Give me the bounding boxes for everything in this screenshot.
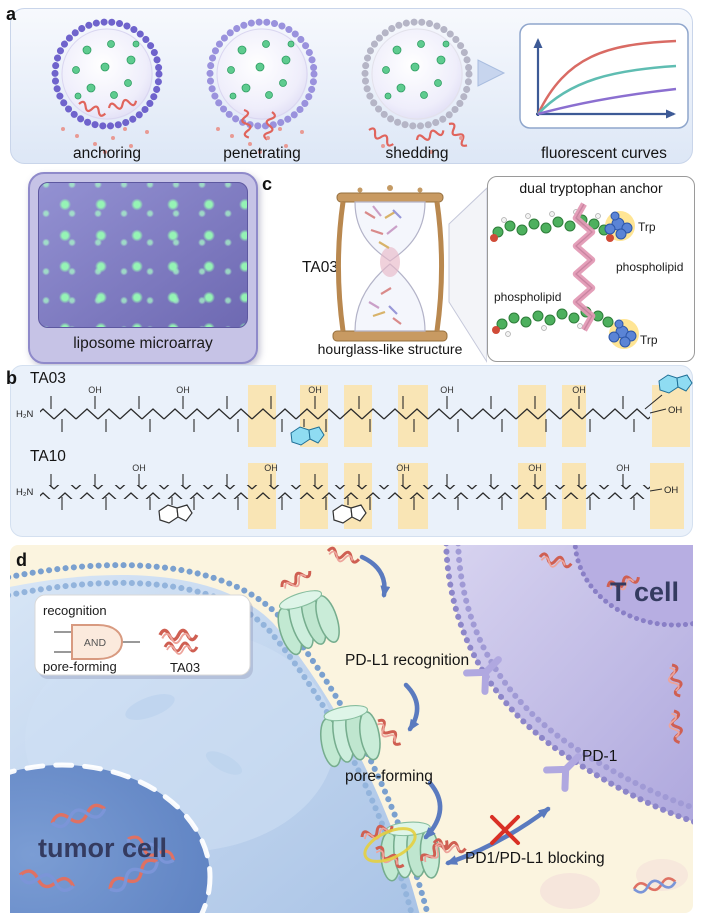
peptide-backbone bbox=[40, 407, 650, 421]
panel-c-letter: c bbox=[262, 174, 273, 194]
t-cell-region bbox=[443, 545, 693, 825]
vesicle bbox=[540, 873, 600, 909]
panel-b-letter: b bbox=[6, 368, 17, 388]
tumor-membrane-inner bbox=[10, 579, 415, 913]
peptide-ta10: TA10 H₂N OH OH OH OH OH OH bbox=[16, 448, 678, 524]
microarray-panel: liposome microarray bbox=[28, 172, 258, 364]
and-gate-icon bbox=[71, 624, 124, 660]
stage-label-penetrating: penetrating bbox=[223, 145, 301, 162]
hydroxyl-label: OH bbox=[396, 463, 410, 473]
side-chains-up bbox=[50, 396, 624, 409]
panel-a-letter: a bbox=[6, 4, 17, 24]
inset-recognition-label: recognition bbox=[43, 603, 107, 618]
fluorescence-chart bbox=[519, 23, 689, 129]
hydroxyl-label: OH bbox=[528, 463, 542, 473]
pd1-label: PD-1 bbox=[582, 748, 617, 765]
hydroxyl-label: OH bbox=[440, 385, 454, 395]
hydroxyl-label: OH bbox=[176, 385, 190, 395]
hydroxyl-label: OH bbox=[308, 385, 322, 395]
microarray-dots bbox=[38, 182, 248, 328]
vesicle bbox=[636, 859, 688, 891]
tumor-cell-label: tumor cell bbox=[38, 833, 167, 863]
chart-caption: fluorescent curves bbox=[541, 145, 667, 162]
dual-anchor-molecule: Trp phospholipid phospholipid Trp bbox=[490, 202, 683, 349]
panel-d-letter: d bbox=[16, 550, 27, 570]
pore-ring bbox=[363, 827, 417, 863]
t-cell-membrane bbox=[443, 545, 693, 825]
hydroxyl-terminus: OH bbox=[664, 485, 678, 496]
step-pore-forming: pore-forming bbox=[345, 768, 433, 785]
curve-purple bbox=[537, 87, 677, 116]
dual-anchor-box: dual tryptophan anchor bbox=[487, 176, 695, 362]
hydroxyl-label: OH bbox=[572, 385, 586, 395]
phospholipid-label-right: phospholipid bbox=[616, 260, 683, 274]
peptide-sticks bbox=[364, 205, 402, 325]
phospholipid-chain-bottom bbox=[496, 306, 614, 330]
liposome-penetrating bbox=[206, 18, 318, 154]
t-cell-label: T cell bbox=[610, 577, 679, 607]
curve-teal bbox=[537, 64, 677, 115]
side-chains-down bbox=[61, 497, 635, 510]
trp-label-top: Trp bbox=[638, 220, 656, 234]
hourglass-caption: hourglass-like structure bbox=[318, 341, 463, 357]
panel-d-illustration: PD-L1 recognition pore-forming PD-1 PD1/… bbox=[10, 545, 693, 913]
and-gate-label: AND bbox=[84, 637, 107, 649]
amine-terminus: H₂N bbox=[16, 409, 34, 420]
peptide-name-ta10: TA10 bbox=[30, 448, 66, 465]
stage-label-shedding: shedding bbox=[386, 145, 449, 162]
arrow-triangle-icon bbox=[477, 59, 506, 87]
side-chains-down bbox=[61, 419, 635, 432]
panel-a-illustration: anchoring penetrating shedding fluoresce… bbox=[10, 8, 693, 164]
microarray-caption: liposome microarray bbox=[73, 335, 213, 352]
hourglass-illustration: TA03 hourglass-like structure bbox=[302, 185, 487, 363]
nuclear-envelope bbox=[10, 762, 213, 913]
dual-anchor-title: dual tryptophan anchor bbox=[519, 180, 663, 196]
process-arrows bbox=[359, 554, 551, 866]
hydroxyl-label: OH bbox=[88, 385, 102, 395]
hydroxyl-label: OH bbox=[264, 463, 278, 473]
block-x-icon bbox=[490, 815, 520, 845]
hydroxyl-terminus: OH bbox=[668, 405, 682, 416]
curve-red bbox=[536, 39, 677, 115]
t-cell-nucleus bbox=[575, 545, 693, 625]
inset-ta03-label: TA03 bbox=[170, 660, 200, 675]
panel-b-structures: TA03 H₂N OH OH OH OH OH OH TA10 H₂N OH O… bbox=[10, 365, 693, 537]
hydroxyl-label: OH bbox=[616, 463, 630, 473]
side-chains-up bbox=[50, 474, 624, 487]
step-blocking: PD1/PD-L1 blocking bbox=[465, 850, 605, 867]
phospholipid-label-left: phospholipid bbox=[494, 290, 561, 304]
inset-logic-box: recognition pore-forming AND TA03 bbox=[34, 594, 253, 679]
zoom-cone bbox=[448, 187, 487, 363]
tumor-nucleus bbox=[10, 765, 210, 913]
step-pdl1-recognition: PD-L1 recognition bbox=[345, 652, 469, 669]
trp-label-bottom: Trp bbox=[640, 333, 658, 347]
hourglass-icon bbox=[332, 185, 448, 342]
peptide-ta03: TA03 H₂N OH OH OH OH OH OH bbox=[16, 370, 693, 446]
ta03-molecule-label: TA03 bbox=[302, 259, 338, 276]
peptide-name-ta03: TA03 bbox=[30, 370, 66, 387]
inset-pore-forming-label: pore-forming bbox=[43, 659, 117, 674]
peptide-backbone bbox=[40, 485, 650, 499]
blocking-arrow bbox=[445, 806, 551, 866]
liposome-shedding bbox=[361, 18, 473, 154]
stage-label-anchoring: anchoring bbox=[73, 145, 141, 162]
amine-terminus: H₂N bbox=[16, 487, 34, 498]
hydroxyl-label: OH bbox=[132, 463, 146, 473]
liposome-anchoring bbox=[51, 18, 163, 154]
